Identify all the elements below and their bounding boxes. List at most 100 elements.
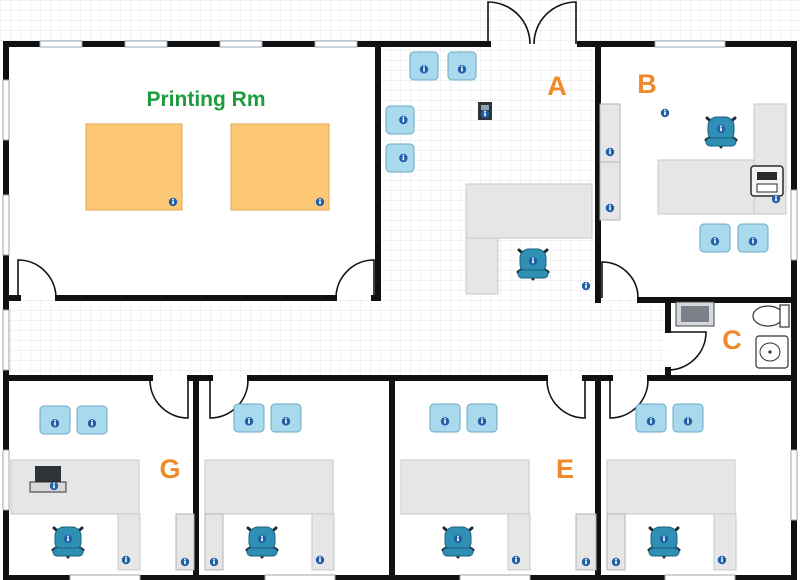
info-marker-icon[interactable]	[605, 203, 615, 213]
info-marker-icon[interactable]	[440, 417, 450, 426]
printing-room-door-right[interactable]	[335, 259, 375, 299]
room-b-label: B	[637, 69, 657, 99]
room-d-door[interactable]	[609, 379, 649, 419]
info-marker-icon[interactable]	[49, 481, 59, 491]
filing-cabinet	[575, 513, 597, 571]
waiting-chair-icon	[429, 403, 461, 433]
sink-icon	[755, 335, 789, 369]
window-icon	[264, 574, 336, 580]
info-marker-icon[interactable]	[87, 419, 97, 428]
window-icon	[2, 309, 10, 371]
info-marker-icon[interactable]	[63, 534, 73, 544]
office-desk-return	[311, 513, 335, 571]
furniture-layer	[10, 51, 790, 571]
waiting-chair-icon	[76, 405, 108, 435]
office-chair-icon	[704, 116, 738, 149]
laptop-icon[interactable]	[29, 466, 67, 493]
print-table	[85, 123, 183, 211]
info-marker-icon[interactable]	[419, 65, 429, 74]
door-swing-icon	[487, 1, 531, 45]
kitchen-counter	[675, 301, 715, 327]
main-entrance-door[interactable]	[487, 1, 577, 45]
waiting-chair-icon	[270, 403, 302, 433]
info-marker-icon[interactable]	[281, 417, 291, 426]
info-marker-icon[interactable]	[477, 417, 487, 426]
waiting-chair-icon	[39, 405, 71, 435]
info-marker-icon[interactable]	[315, 555, 325, 565]
room-e-door[interactable]	[546, 379, 586, 419]
windows	[2, 40, 798, 580]
info-marker-icon[interactable]	[257, 534, 267, 544]
office-chair-icon	[245, 526, 279, 559]
info-marker-icon[interactable]	[659, 534, 669, 544]
office-desk-return	[713, 513, 737, 571]
waiting-chair-icon	[635, 403, 667, 433]
filing-cabinet	[175, 513, 195, 571]
printing-room-door-left[interactable]	[17, 259, 57, 299]
info-marker-icon[interactable]	[209, 557, 219, 567]
info-marker-icon[interactable]	[511, 555, 521, 565]
filing-cabinet	[204, 513, 224, 571]
info-marker-icon[interactable]	[528, 256, 538, 266]
info-marker-icon[interactable]	[660, 108, 670, 118]
info-marker-icon[interactable]	[50, 419, 60, 428]
info-marker-icon[interactable]	[683, 417, 693, 426]
info-marker-icon[interactable]	[710, 237, 720, 246]
info-marker-icon[interactable]	[453, 534, 463, 544]
info-marker-icon[interactable]	[315, 197, 325, 207]
window-icon	[2, 449, 10, 511]
door-swing-icon	[533, 1, 577, 45]
window-icon	[124, 40, 168, 48]
info-marker-icon[interactable]	[168, 197, 178, 207]
office-desk	[204, 459, 334, 515]
info-marker-icon[interactable]	[399, 153, 408, 163]
info-marker-icon[interactable]	[646, 417, 656, 426]
room-c-door[interactable]	[667, 331, 707, 371]
office-desk-return	[753, 103, 787, 215]
room-b-door[interactable]	[601, 261, 639, 299]
waiting-chair-icon	[466, 403, 498, 433]
info-marker-icon[interactable]	[581, 557, 591, 567]
info-marker-icon[interactable]	[771, 194, 781, 204]
printer-icon[interactable]	[750, 165, 784, 204]
office-desk	[400, 459, 530, 515]
room-e-label: E	[556, 454, 574, 484]
outdoor-grid	[0, 0, 800, 42]
window-icon	[69, 574, 141, 580]
waiting-chair-icon	[737, 223, 769, 253]
info-marker-icon[interactable]	[717, 555, 727, 565]
info-marker-icon[interactable]	[611, 557, 621, 567]
info-marker-icon[interactable]	[716, 124, 726, 134]
office-chair-icon	[647, 526, 681, 559]
info-marker-icon[interactable]	[605, 147, 615, 157]
waiting-chair-icon	[447, 51, 477, 81]
info-marker-icon[interactable]	[581, 281, 591, 291]
info-marker-icon[interactable]	[180, 557, 190, 567]
waiting-chair-icon	[385, 143, 415, 173]
office-desk-return	[117, 513, 141, 571]
doors[interactable]	[17, 1, 707, 419]
filing-cabinet	[599, 161, 621, 221]
filing-cabinet	[606, 513, 626, 571]
info-marker-icon[interactable]	[244, 417, 254, 426]
room-g-label: G	[159, 454, 180, 484]
toilet-icon	[752, 304, 790, 328]
office-chair-icon	[441, 526, 475, 559]
waiting-chair-icon	[233, 403, 265, 433]
print-table	[230, 123, 330, 211]
reception-desk	[465, 183, 593, 239]
phone-icon[interactable]	[478, 102, 492, 120]
room-c-label: C	[722, 325, 742, 355]
info-marker-icon[interactable]	[399, 115, 408, 125]
info-marker-icon[interactable]	[748, 237, 758, 246]
info-marker-icon[interactable]	[457, 65, 467, 74]
window-icon	[790, 189, 798, 261]
room-a-label: A	[547, 71, 567, 101]
room-g-door[interactable]	[149, 379, 189, 419]
info-marker-icon[interactable]	[121, 555, 131, 565]
window-icon	[39, 40, 83, 48]
printing-room-title: Printing Rm	[147, 88, 266, 111]
window-icon	[314, 40, 358, 48]
info-marker-icon[interactable]	[480, 109, 490, 119]
